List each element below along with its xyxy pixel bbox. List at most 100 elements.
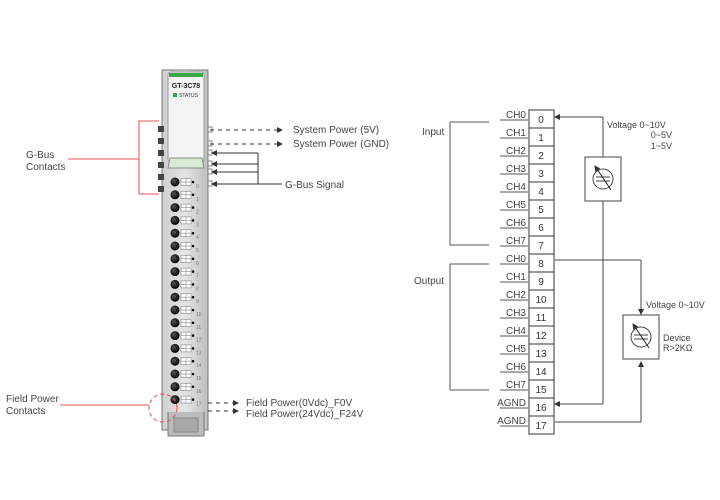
field-power-contacts-label-1: Field Power	[6, 394, 59, 405]
terminal-row: 17 AGND	[497, 415, 555, 435]
module-terminal: 1	[170, 190, 199, 203]
terminal-row: 7 CH7	[500, 235, 555, 255]
terminal-row: 15 CH7	[500, 379, 555, 399]
terminal-number: 9	[538, 277, 544, 288]
terminal-signal-label: CH6	[506, 218, 526, 229]
module-terminal: 13	[170, 343, 202, 356]
terminal-signal-label: CH1	[506, 272, 526, 283]
terminal-row: 5 CH5	[500, 199, 555, 219]
terminal-signal-label: CH4	[506, 182, 526, 193]
module-terminal-number: 3	[196, 222, 199, 228]
module-terminal: 4	[170, 228, 199, 241]
module-terminal-number: 7	[196, 274, 199, 280]
output-label: Output	[414, 276, 444, 287]
terminal-signal-label: CH1	[506, 128, 526, 139]
terminal-row: 13 CH5	[500, 343, 555, 363]
terminal-row: 10 CH2	[500, 289, 555, 309]
field-power-24v-label: Field Power(24Vdc)_F24V	[246, 409, 364, 420]
terminal-signal-label: CH7	[506, 236, 526, 247]
terminal-block: 0CH01CH12CH23CH34CH45CH56CH67CH78CH09CH1…	[497, 109, 555, 435]
module-terminal: 9	[170, 292, 199, 305]
module-window	[167, 157, 205, 169]
side-notch	[208, 160, 213, 167]
module-terminal-number: 9	[196, 299, 199, 305]
output-device-symbol	[622, 314, 660, 360]
module-terminal-number: 16	[196, 389, 202, 395]
terminal-number: 4	[538, 187, 544, 198]
terminal-row: 4 CH4	[500, 181, 555, 201]
terminal-signal-label: CH3	[506, 308, 526, 319]
terminal-number: 14	[535, 367, 547, 378]
status-label: STATUS	[179, 93, 199, 99]
terminal-number: 16	[535, 403, 547, 414]
terminal-signal-label: CH4	[506, 326, 526, 337]
terminal-signal-label: CH2	[506, 290, 526, 301]
module-terminal-number: 4	[196, 235, 199, 241]
status-led	[173, 93, 177, 97]
module-terminal-number: 17	[196, 402, 202, 408]
module-terminal-number: 13	[196, 350, 202, 356]
terminal-number: 1	[538, 133, 544, 144]
input-label: Input	[422, 127, 444, 138]
voltage-source-symbol	[584, 156, 622, 202]
module-terminal-number: 1	[196, 197, 199, 203]
terminal-number: 0	[538, 115, 544, 126]
module-terminal-number: 6	[196, 261, 199, 267]
terminal-number: 15	[535, 385, 547, 396]
gbus-contact	[158, 126, 164, 132]
module-terminal: 3	[170, 215, 199, 228]
module-terminal: 6	[170, 254, 199, 267]
output-bracket	[449, 263, 489, 391]
field-power-contacts-label-2: Contacts	[6, 406, 45, 417]
module-terminal: 0	[170, 177, 199, 190]
side-notch	[208, 180, 213, 187]
terminal-number: 2	[538, 151, 544, 162]
terminal-number: 3	[538, 169, 544, 180]
terminal-number: 8	[538, 259, 544, 270]
side-notch	[208, 149, 213, 156]
terminal-signal-label: CH5	[506, 344, 526, 355]
terminal-number: 10	[535, 295, 547, 306]
input-bracket	[449, 121, 489, 246]
module-terminal-number: 10	[196, 312, 202, 318]
gbus-contact	[158, 138, 164, 144]
terminal-row: 14 CH6	[500, 361, 555, 381]
module-terminal: 17	[170, 395, 202, 408]
input-range-2: 0~5V	[651, 130, 672, 140]
terminal-row: 1 CH1	[500, 127, 555, 147]
gbus-signal-arrows	[211, 150, 282, 187]
module-terminal-number: 0	[196, 184, 199, 190]
module-terminal-number: 11	[196, 325, 201, 331]
gbus-contacts-label-2: Contacts	[26, 162, 65, 173]
module-terminal: 15	[170, 369, 202, 382]
module-terminal: 2	[170, 203, 199, 216]
terminal-signal-label: AGND	[497, 398, 526, 409]
terminal-signal-label: CH6	[506, 362, 526, 373]
module-terminal: 5	[170, 241, 199, 254]
terminal-number: 7	[538, 241, 544, 252]
gbus-contacts-callout	[68, 120, 159, 195]
module-terminal: 12	[170, 331, 202, 344]
terminal-signal-label: CH5	[506, 200, 526, 211]
module-terminal: 11	[170, 318, 201, 331]
terminal-row: 8 CH0	[500, 253, 555, 273]
module-terminal: 8	[170, 279, 199, 292]
terminal-signal-label: AGND	[497, 416, 526, 427]
side-notch	[208, 168, 213, 175]
terminal-number: 17	[535, 421, 547, 432]
terminal-number: 13	[535, 349, 547, 360]
terminal-number: 5	[538, 205, 544, 216]
module-terminal-number: 8	[196, 286, 199, 292]
terminal-signal-label: CH0	[506, 254, 526, 265]
module-terminal: 14	[170, 356, 202, 369]
gbus-contact	[158, 186, 164, 192]
terminal-number: 6	[538, 223, 544, 234]
module-accent-bar	[169, 73, 203, 77]
terminal-signal-label: CH7	[506, 380, 526, 391]
